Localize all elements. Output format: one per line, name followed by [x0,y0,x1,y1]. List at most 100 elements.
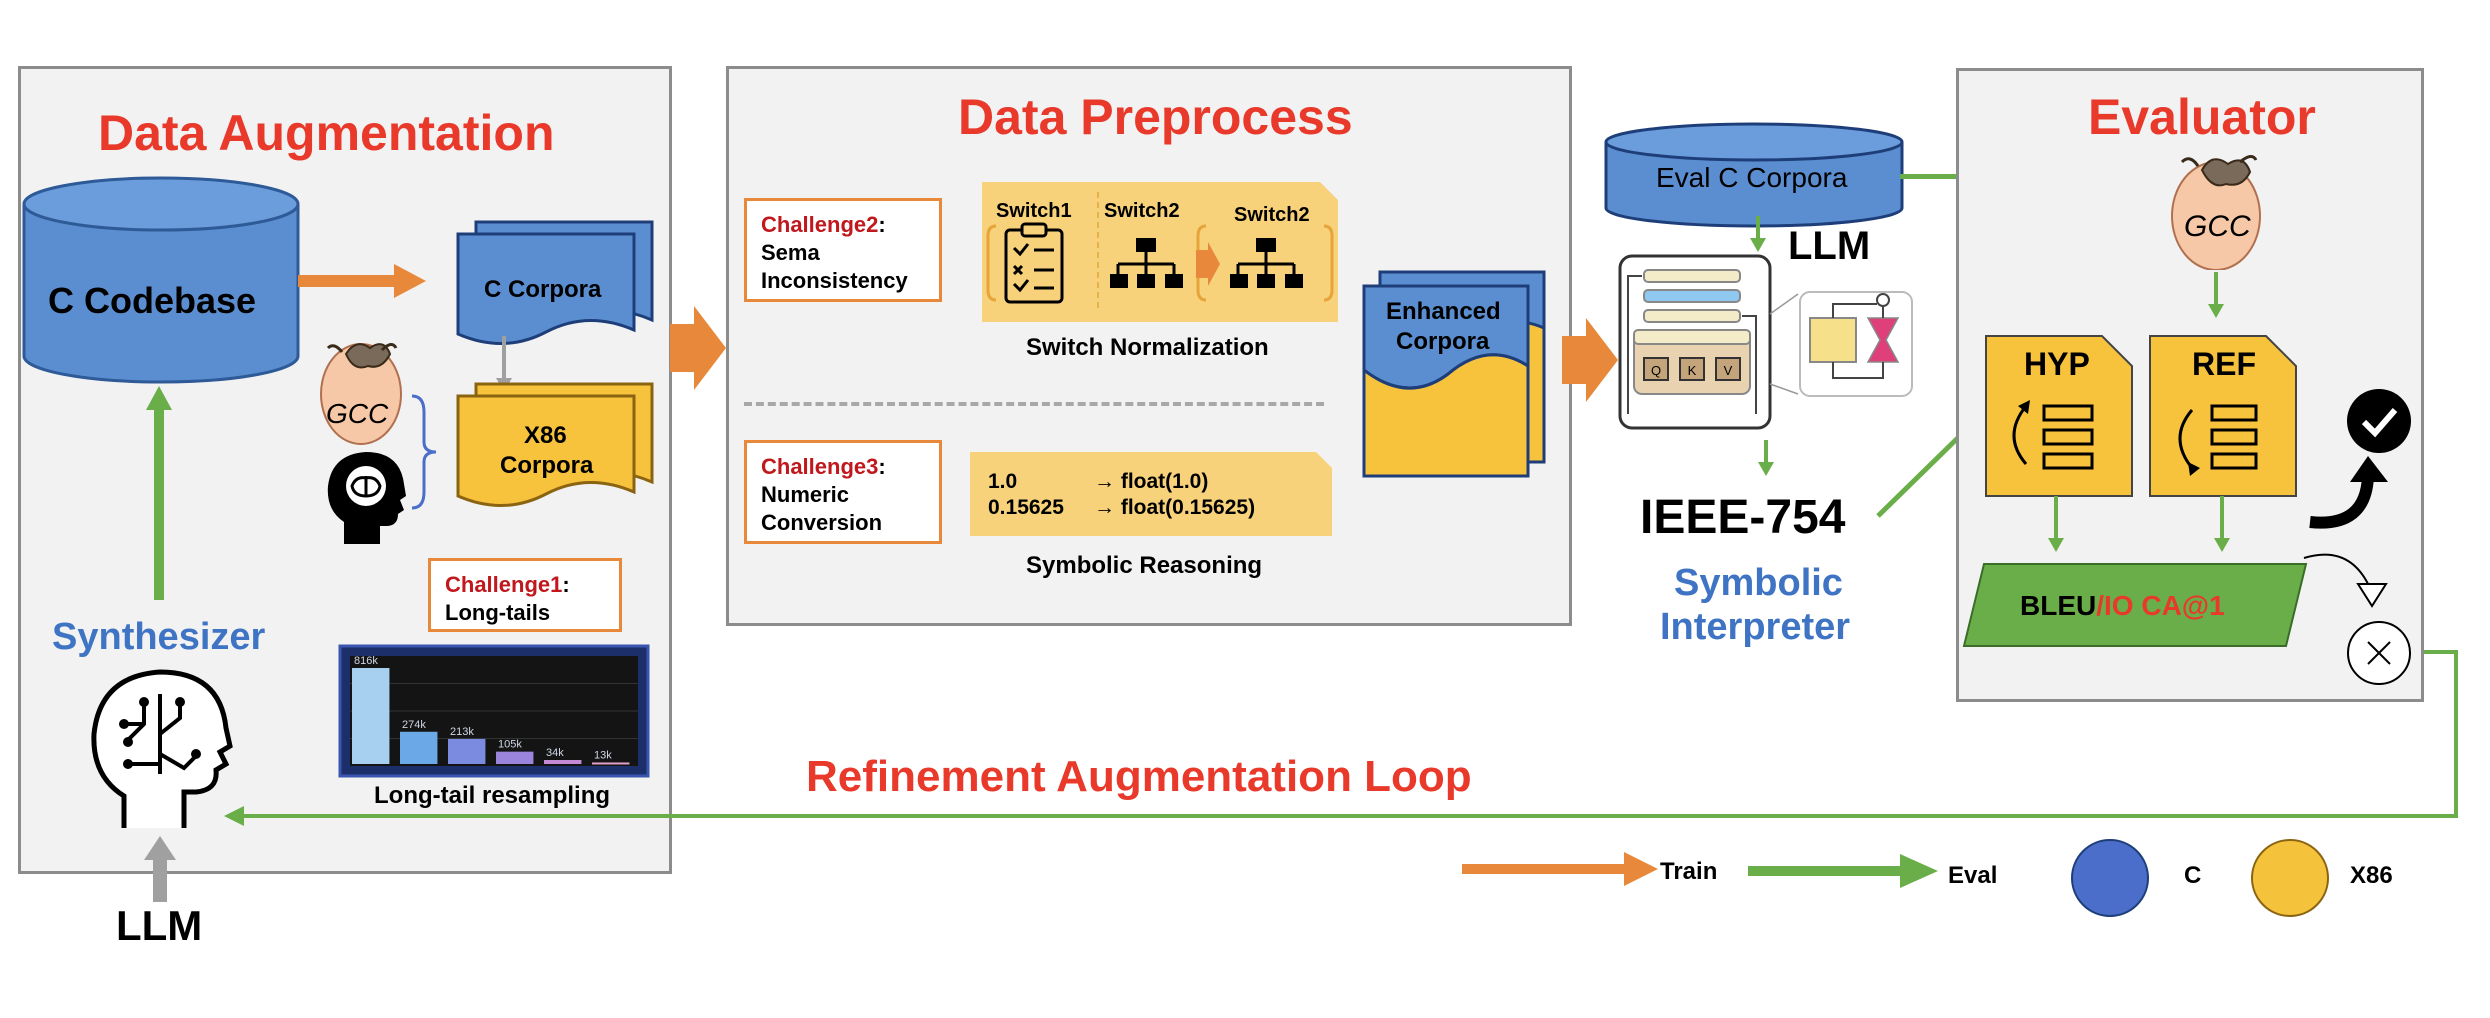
c-codebase-label: C Codebase [48,280,257,321]
resampling-caption: Long-tail resampling [374,782,611,809]
evaluator-title: Evaluator [2088,89,2316,145]
num-row2-right: → float(0.15625) [1094,496,1256,519]
ieee-label: IEEE-754 [1640,491,1846,544]
synthesizer-head-icon [91,669,233,828]
legend-train-label: Train [1660,858,1718,885]
chart-data-label: 105k [498,739,522,751]
c-corpora-label: C Corpora [484,276,602,303]
check-icon [2347,389,2411,453]
challenge2-line1: Sema [761,240,820,265]
legend-eval-arrow [1748,854,1938,888]
num-row1-left: 1.0 [988,470,1018,493]
curved-arrow-down-icon [2303,553,2388,608]
eval-arrow-gcc-ref [2208,272,2224,318]
chart-bar [352,668,390,764]
num-row2-left: 0.15625 [988,496,1064,519]
chart-bar [544,760,582,764]
transformer-icon: Q K V [1618,254,1913,430]
switch1-label: Switch1 [996,200,1072,222]
metric-bleu: BLEU [2020,590,2097,621]
gcc-label-left: GCC [326,398,389,429]
chart-bar [496,751,534,764]
hyp-label: HYP [2024,346,2090,382]
challenge3-box: Challenge3: Numeric Conversion [744,440,942,544]
switch-normalization-caption: Switch Normalization [1026,334,1269,361]
x86-corpora-doc [456,382,654,507]
challenge3-label: Challenge3 [761,454,879,479]
num-row1-right: → float(1.0) [1094,470,1209,493]
enhanced-label-1: Enhanced [1386,298,1501,325]
metric-io-ca: /IO CA@1 [2096,590,2225,621]
enhanced-corpora-doc [1362,270,1546,478]
chart-data-label: 213k [450,726,474,738]
c-corpora-doc [456,220,654,345]
v-label: V [1724,363,1733,378]
c-codebase-db [22,176,300,384]
legend-train-arrow [1462,852,1658,886]
eval-arrow-synth-up [146,386,172,600]
llm-interpreter-label: LLM [1788,224,1871,268]
gcc-logo-icon [320,343,402,445]
k-label: K [1688,363,1697,378]
cross-icon [2347,621,2411,685]
numeric-conversion-card [970,452,1332,536]
eval-corpora-label: Eval C Corpora [1656,162,1848,193]
challenge1-box: Challenge1: Long-tails [428,558,622,632]
challenge1-colon: : [562,572,570,597]
eval-arrow-hyp-metric [2048,496,2064,552]
chart-data-label: 34k [546,747,564,759]
switch-normalization-card [982,182,1338,322]
gcc-evaluator-icon [2171,155,2261,270]
legend-c-label: C [2184,862,2202,889]
challenge2-colon: : [878,212,886,237]
x86-corpora-label-1: X86 [524,422,567,449]
x86-corpora-label-2: Corpora [500,452,594,479]
eval-arrow-ref-metric [2214,496,2230,552]
symbolic-reasoning-caption: Symbolic Reasoning [1026,552,1263,579]
metric-label: BLEU/IO CA@1 [2020,590,2225,622]
eval-corpora-db [1604,122,1904,228]
preprocess-divider [744,402,1324,406]
chart-data-label: 816k [354,655,378,667]
llm-bottom-label: LLM [116,902,203,949]
challenge3-line2: Conversion [761,510,883,535]
refinement-loop-label: Refinement Augmentation Loop [806,752,1472,801]
train-arrow-codebase [298,264,426,298]
longtail-chart: 816k 274k 213k 105k 34k 13k [338,644,650,778]
human-head-icon [327,452,406,544]
chart-data-label: 13k [594,749,612,761]
symbolic-interpreter-label-1: Symbolic [1674,562,1843,604]
challenge3-colon: : [878,454,886,479]
gray-arrow-llm-up [144,836,176,902]
legend-c-swatch [2071,839,2149,917]
challenge1-text: Long-tails [445,600,551,625]
chart-data-label: 274k [402,719,426,731]
enhanced-label-2: Corpora [1396,328,1490,355]
ref-doc [2149,335,2297,497]
train-arrow-panel1-2 [670,306,726,390]
challenge2-line2: Inconsistency [761,268,908,293]
q-label: Q [1651,363,1661,378]
chart-bar [400,731,438,764]
hyp-doc [1985,335,2133,497]
ref-label: REF [2192,346,2256,382]
chart-bar [448,738,486,764]
challenge2-label: Challenge2 [761,212,879,237]
switch2b-label: Switch2 [1234,204,1310,226]
augmentation-title: Data Augmentation [98,105,555,161]
preprocess-title: Data Preprocess [958,89,1353,145]
bracket-line [411,394,437,510]
challenge2-box: Challenge2: Sema Inconsistency [744,198,942,302]
eval-arrow-corpora-llm [1750,216,1766,252]
legend-x86-swatch [2251,839,2329,917]
chart-bar [592,762,630,765]
eval-arrow-llm-ieee [1758,440,1774,476]
challenge3-line1: Numeric [761,482,850,507]
train-arrow-enhanced-llm [1562,318,1618,402]
legend-eval-label: Eval [1948,862,1998,889]
metric-box [1962,563,2308,647]
switch2a-label: Switch2 [1104,200,1180,222]
synthesizer-label: Synthesizer [52,616,266,658]
curved-arrow-up-icon [2309,456,2388,529]
gcc-label-evaluator: GCC [2184,210,2251,243]
